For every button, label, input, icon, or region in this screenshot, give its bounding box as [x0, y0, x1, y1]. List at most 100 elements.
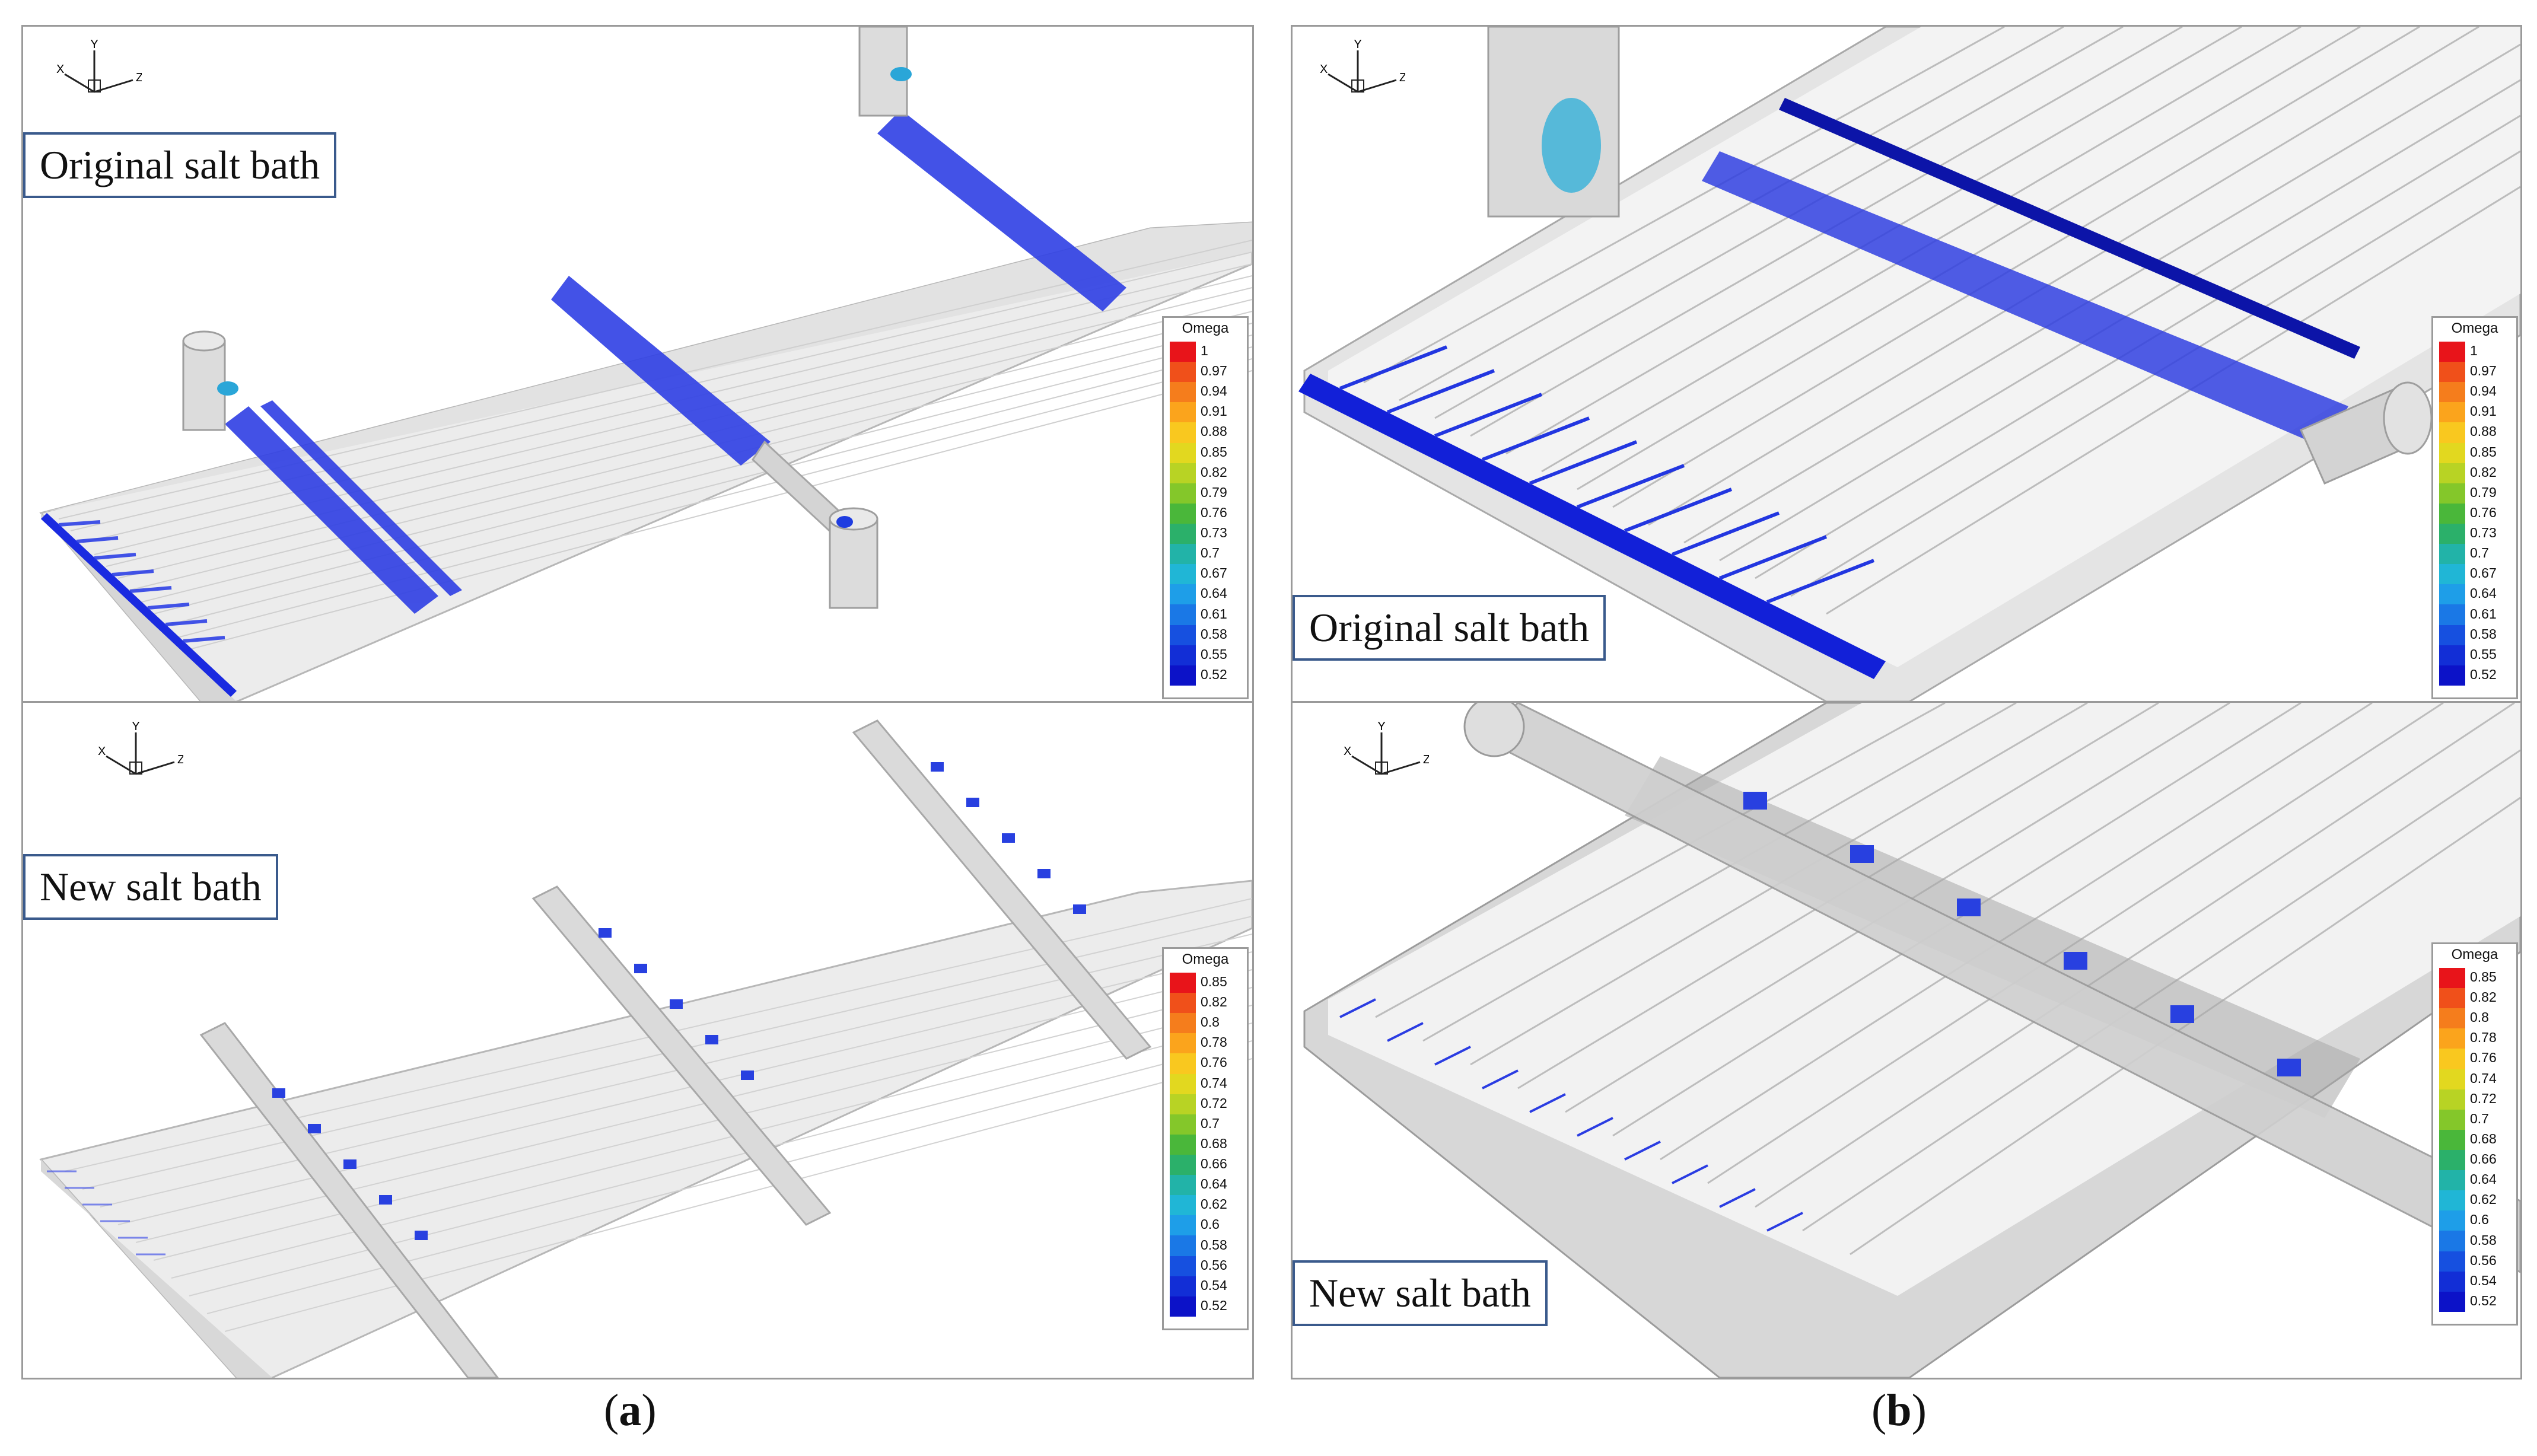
legend-tick-label: 0.85 [1201, 974, 1227, 989]
legend-tick-label: 0.58 [1201, 1237, 1227, 1253]
legend-colorbar [1170, 342, 1196, 686]
legend-color-swatch [1170, 1053, 1196, 1074]
legend-color-swatch [1170, 1215, 1196, 1236]
legend-color-swatch [1170, 1235, 1196, 1256]
legend-color-swatch [1170, 483, 1196, 504]
panel-b-original: Original salt bath Y Z X Omega10.970.940… [1291, 25, 2522, 703]
legend-tick-label: 0.7 [2470, 1110, 2489, 1126]
legend-color-swatch [2439, 625, 2465, 645]
legend-tick-label: 0.82 [2470, 989, 2497, 1005]
caption-a: (a) [604, 1385, 657, 1435]
axis-z-label: Z [1399, 71, 1405, 84]
legend-tick-label: 0.91 [2470, 403, 2497, 419]
legend-tick-label: 0.8 [2470, 1009, 2489, 1025]
axis-triad: Y Z X [1316, 38, 1406, 110]
legend-color-swatch [1170, 442, 1196, 463]
legend-color-swatch [1170, 993, 1196, 1014]
legend-color-swatch [2439, 564, 2465, 585]
legend-tick-label: 0.67 [1201, 565, 1227, 581]
axis-x-label: X [56, 63, 64, 76]
axis-z-label: Z [1423, 753, 1429, 766]
panel-label: Original salt bath [23, 132, 337, 198]
legend-tick-label: 0.6 [1201, 1216, 1220, 1232]
legend-color-swatch [1170, 1094, 1196, 1114]
legend-tick-label: 0.85 [1201, 444, 1227, 460]
legend-tick-label: 0.82 [1201, 994, 1227, 1010]
legend-tick-label: 0.73 [1201, 525, 1227, 541]
legend-tick-label: 0.73 [2470, 525, 2497, 541]
legend-tick-label: 0.55 [1201, 646, 1227, 662]
axis-x-label: X [1320, 63, 1328, 76]
legend-color-swatch [2439, 483, 2465, 504]
legend-color-swatch [1170, 1276, 1196, 1296]
legend-color-swatch [2439, 523, 2465, 544]
axis-y-label: Y [1354, 39, 1361, 51]
legend-tick-label: 0.76 [1201, 504, 1227, 520]
legend-title: Omega [1182, 320, 1229, 336]
legend-color-swatch [1170, 645, 1196, 665]
legend-color-swatch [1170, 584, 1196, 605]
legend-tick-label: 0.97 [2470, 363, 2497, 379]
legend-tick-label: 0.82 [1201, 464, 1227, 480]
legend-tick-label: 0.61 [2470, 606, 2497, 622]
legend-color-swatch [2439, 1210, 2465, 1231]
legend-tick-label: 1 [2470, 343, 2478, 358]
legend-tick-label: 0.66 [1201, 1156, 1227, 1172]
legend-tick-label: 0.64 [2470, 1171, 2497, 1187]
legend-color-swatch [1170, 1195, 1196, 1216]
legend-color-swatch [2439, 1008, 2465, 1029]
legend-color-swatch [1170, 564, 1196, 585]
legend-tick-label: 0.54 [1201, 1277, 1227, 1293]
legend-title: Omega [1182, 951, 1229, 967]
legend-tick-label: 0.7 [1201, 545, 1220, 561]
legend-color-swatch [1170, 1073, 1196, 1094]
legend-tick-label: 0.88 [2470, 423, 2497, 439]
legend-tick-label: 0.94 [1201, 383, 1227, 399]
caption-a-letter: a [619, 1385, 642, 1435]
legend-tick-label: 0.6 [2470, 1212, 2489, 1228]
panel-label: New salt bath [23, 854, 278, 920]
legend-color-swatch [1170, 402, 1196, 423]
axis-z-label: Z [136, 71, 142, 84]
legend-color-swatch [2439, 584, 2465, 605]
legend-color-swatch [2439, 1089, 2465, 1110]
legend-color-swatch [1170, 1296, 1196, 1317]
legend-color-swatch [1170, 973, 1196, 993]
new-salt-bath-model-view-a [39, 719, 1252, 1378]
legend-tick-label: 0.7 [2470, 545, 2489, 561]
legend-color-swatch [2439, 968, 2465, 989]
legend-color-swatch [1170, 422, 1196, 443]
legend-color-swatch [1170, 1175, 1196, 1196]
legend-color-swatch [2439, 1170, 2465, 1191]
legend-color-swatch [2439, 604, 2465, 625]
legend-tick-label: 0.64 [1201, 585, 1227, 601]
legend-color-swatch [2439, 1109, 2465, 1130]
legend-tick-label: 0.72 [2470, 1090, 2497, 1106]
legend-tick-label: 0.78 [2470, 1030, 2497, 1046]
legend-color-swatch [2439, 1129, 2465, 1150]
legend-tick-label: 0.56 [1201, 1257, 1227, 1273]
axis-triad: Y Z X [94, 720, 184, 792]
legend-tick-label: 0.7 [1201, 1115, 1220, 1131]
legend-tick-label: 0.85 [2470, 969, 2497, 985]
legend-tick-label: 0.79 [2470, 484, 2497, 500]
axis-triad-icon: Y Z X [1344, 720, 1430, 775]
panel-b-new: New salt bath Y Z X Omega0.850.820.80.78… [1291, 701, 2522, 1379]
original-salt-bath-model-view-a [39, 27, 1252, 702]
legend-color-swatch [1170, 1013, 1196, 1034]
legend-tick-label: 0.91 [1201, 403, 1227, 419]
axis-triad-icon: Y Z X [98, 720, 184, 775]
legend-color-swatch [2439, 1028, 2465, 1049]
legend-color-swatch [1170, 342, 1196, 362]
legend-color-swatch [1170, 1154, 1196, 1175]
legend-color-swatch [1170, 463, 1196, 483]
legend-tick-label: 0.68 [2470, 1130, 2497, 1146]
legend-tick-label: 0.97 [1201, 363, 1227, 379]
axis-y-label: Y [1377, 721, 1385, 733]
legend-color-swatch [2439, 342, 2465, 362]
